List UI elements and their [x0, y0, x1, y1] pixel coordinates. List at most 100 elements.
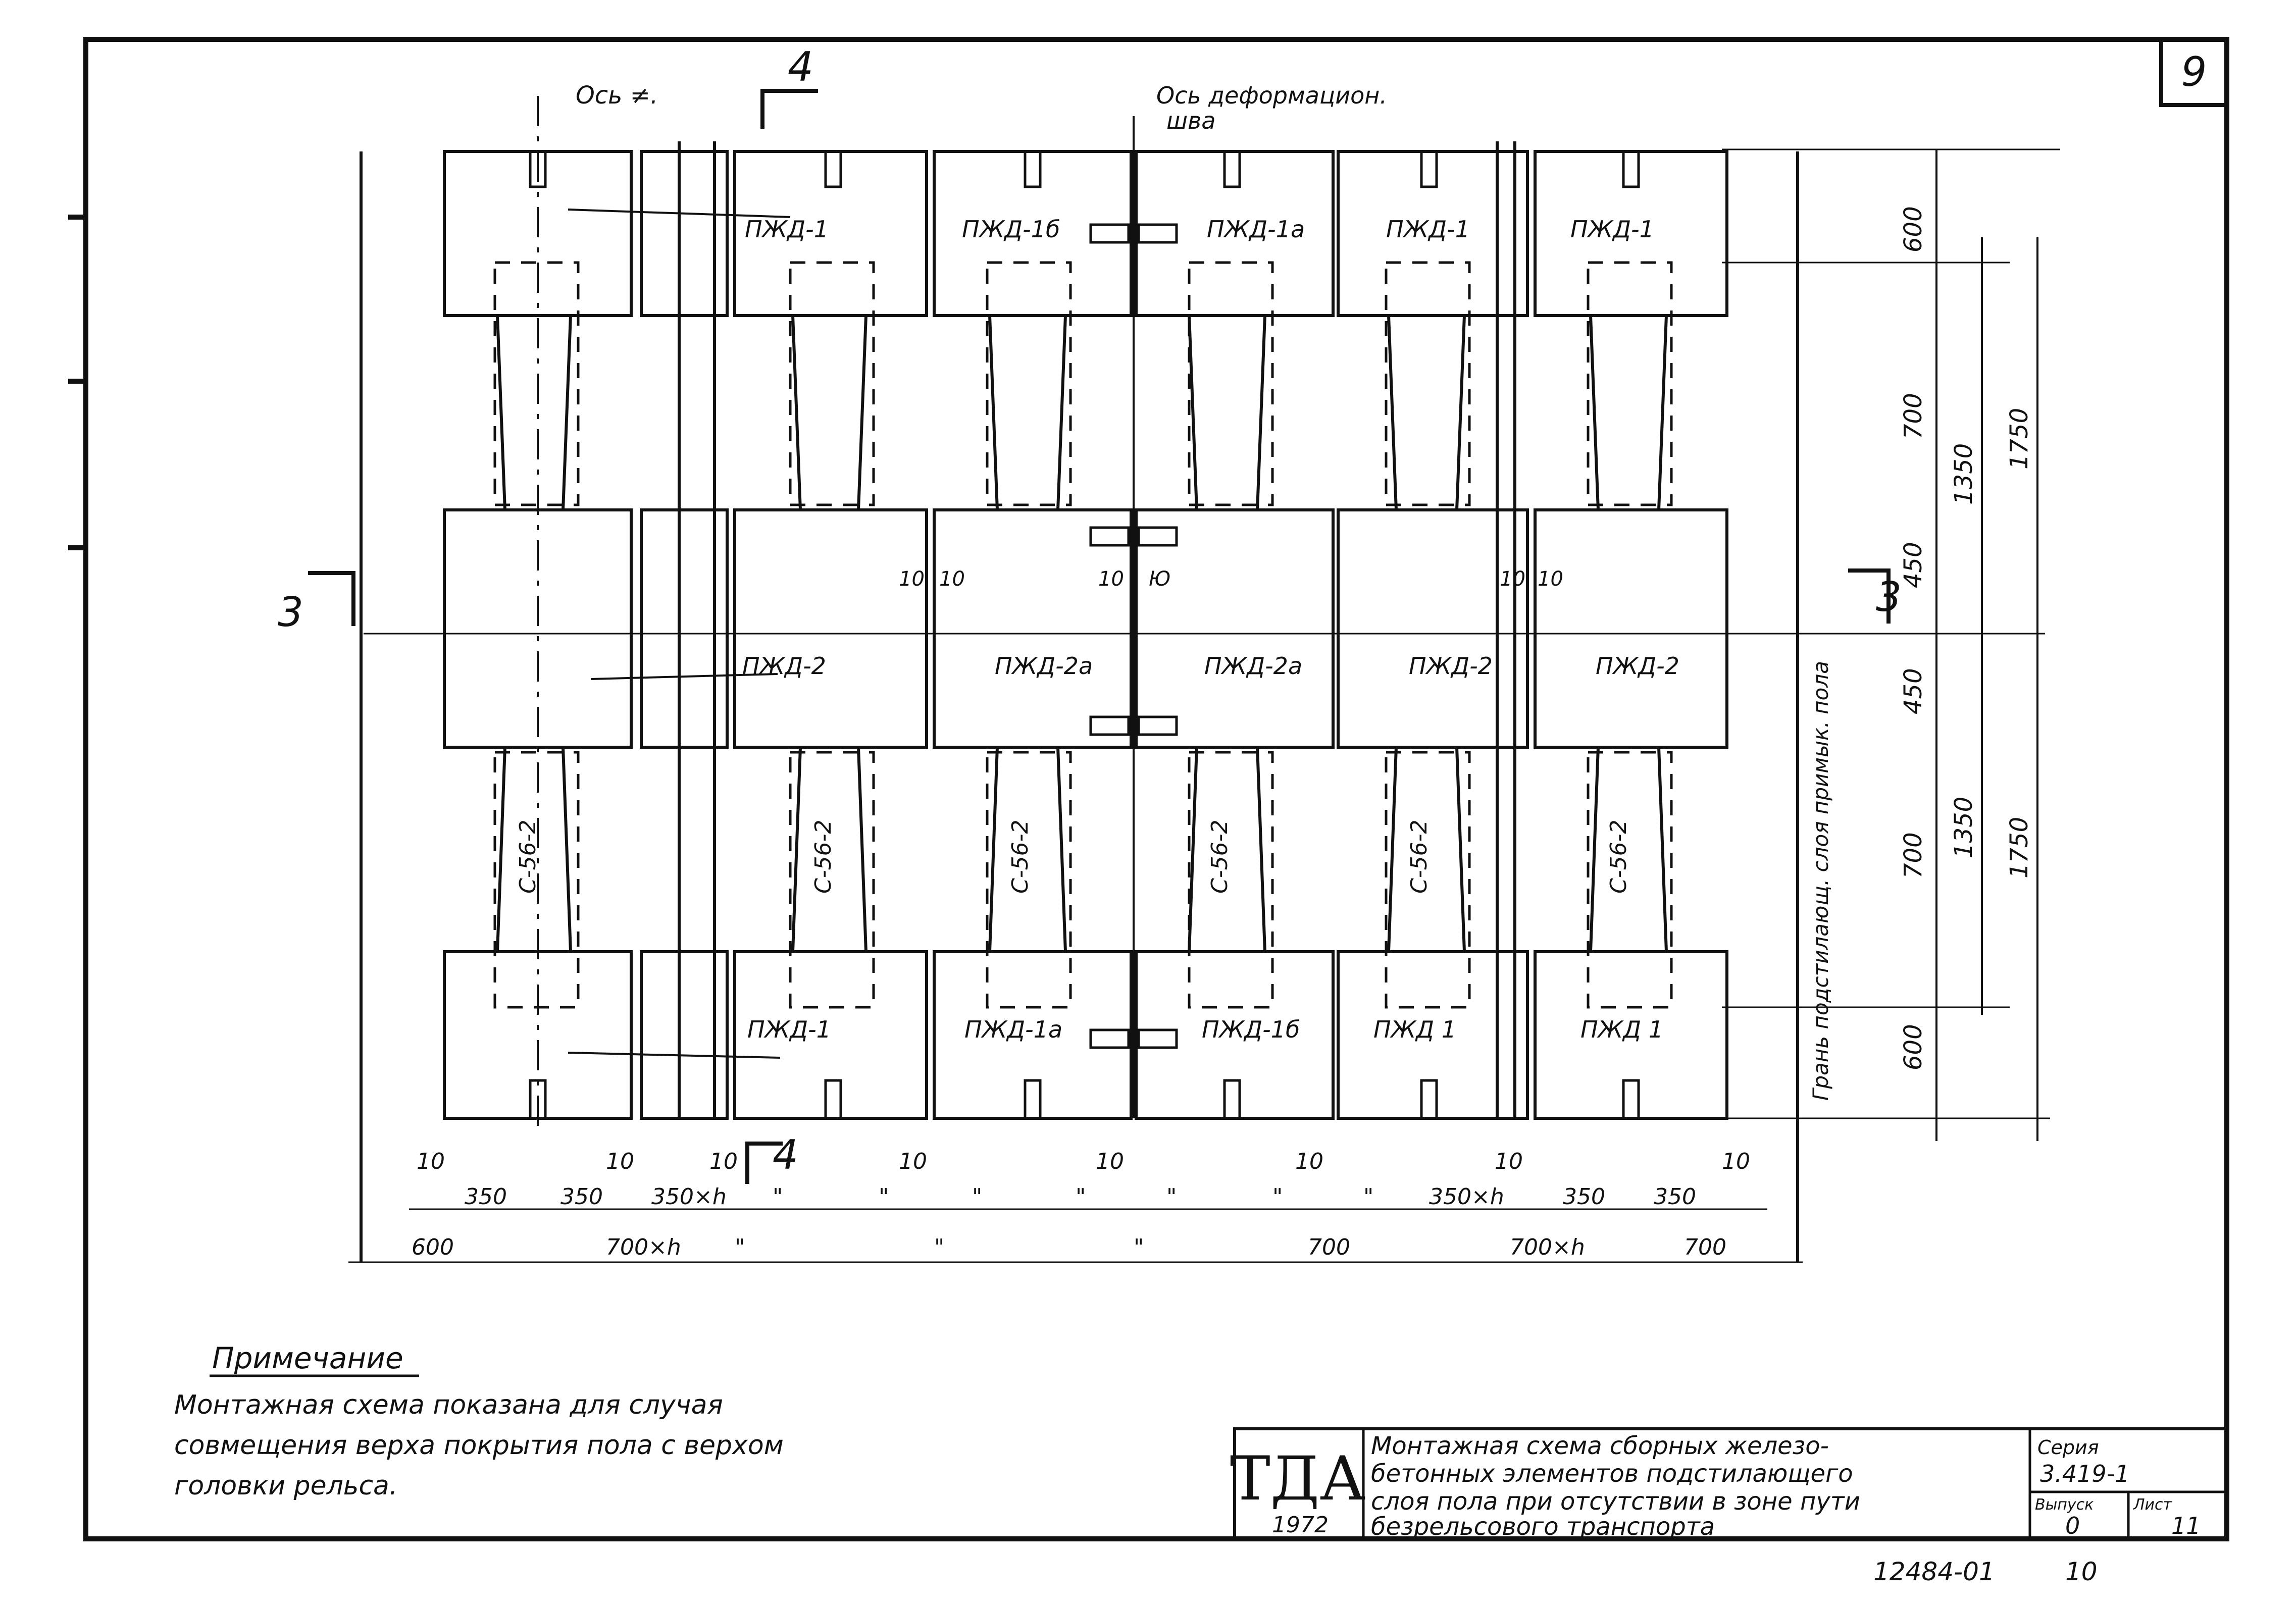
section-4-top-label: 4: [788, 43, 813, 90]
dim-ditto: ": [1166, 1184, 1177, 1210]
slab-labels-bottom: ПЖД-1 ПЖД-1а ПЖД-1б ПЖД 1 ПЖД 1: [747, 1016, 1663, 1043]
side-edge-note: Грань подстилающ. слоя примык. пола: [1808, 661, 1833, 1101]
dim-bottom: 10: [1722, 1149, 1750, 1174]
dim-ditto: ": [1076, 1184, 1086, 1210]
column-marks: С-56-2 С-56-2 С-56-2 С-56-2 С-56-2 С-56-…: [515, 820, 1631, 894]
archive-number: 12484-01: [1873, 1557, 1995, 1586]
slab-label: ПЖД-1: [745, 216, 829, 243]
column-mark: С-56-2: [1207, 820, 1233, 894]
slab-label: ПЖД-1б: [1202, 1016, 1300, 1043]
dim-right-far: 1750: [2005, 817, 2033, 878]
columns: [496, 315, 1668, 952]
right-dimension-lines: [1935, 149, 2038, 1141]
dim-right: 600: [1899, 206, 1927, 252]
sheet-label: Лист: [2133, 1496, 2173, 1514]
lifting-loops: [529, 150, 1640, 1120]
slab-label: ПЖД-1: [747, 1016, 831, 1043]
deformation-axis-label-2: шва: [1166, 107, 1215, 134]
title-line: безрельсового транспорта: [1371, 1513, 1715, 1541]
page-number-box: 9: [2159, 37, 2229, 107]
gap-label: 10: [1098, 567, 1124, 591]
dim-bottom: 350×h: [651, 1184, 727, 1210]
slab-label: ПЖД-2: [1596, 652, 1679, 680]
slab-label: ПЖД-2а: [1204, 652, 1302, 680]
slab-label: ПЖД 1: [1373, 1016, 1456, 1043]
dim-bottom: 350×h: [1429, 1184, 1504, 1210]
note-title: Примечание: [212, 1341, 403, 1375]
dim-ditto: ": [879, 1184, 889, 1210]
dim-right-middle: 1350: [1950, 797, 1978, 858]
gap-label: 10: [899, 567, 925, 591]
dim-bottom: 10: [1495, 1149, 1523, 1174]
dim-bottom-2: 600: [412, 1234, 454, 1260]
institute-logo: ТДА: [1230, 1444, 1365, 1514]
title-year: 1972: [1272, 1512, 1329, 1538]
column-mark: С-56-2: [1606, 820, 1631, 894]
gap-label: Ю: [1149, 567, 1170, 591]
gap-labels: 10 10 10 Ю 10 10: [899, 567, 1563, 591]
sheet-frame: [68, 37, 2229, 1541]
dim-bottom: 10: [1096, 1149, 1124, 1174]
dim-bottom-2: 700: [1684, 1234, 1726, 1260]
slab-label: ПЖД-1а: [964, 1016, 1062, 1043]
archive-page: 10: [2065, 1557, 2098, 1586]
dim-bottom: 350: [1654, 1184, 1696, 1210]
slab-middle-row: [443, 508, 1728, 749]
dim-ditto: ": [934, 1234, 944, 1260]
dim-bottom-2: 700×h: [1510, 1234, 1585, 1260]
note-block: Примечание Монтажная схема показана для …: [174, 1341, 784, 1501]
slab-label: ПЖД-2: [742, 652, 826, 680]
dim-bottom-2: 700: [1308, 1234, 1350, 1260]
axis-lines: [537, 96, 791, 1136]
slab-label: ПЖД-1б: [962, 216, 1060, 243]
slab-label: ПЖД-1а: [1207, 216, 1305, 243]
dim-ditto: ": [735, 1234, 745, 1260]
dim-right: 600: [1899, 1024, 1927, 1070]
dim-bottom-2: 700×h: [606, 1234, 681, 1260]
slab-label: ПЖД-1: [1570, 216, 1654, 243]
column-mark: С-56-2: [810, 820, 836, 894]
issue-value: 0: [2065, 1512, 2080, 1539]
right-dimension-values: 600 700 450 450 700 600 1350 1350 1750 1…: [1899, 206, 2033, 1070]
series-label: Серия: [2037, 1436, 2099, 1459]
dim-right-middle: 1350: [1950, 443, 1978, 505]
column-mark: С-56-2: [515, 820, 541, 894]
slab-labels-top: ПЖД-1 ПЖД-1б ПЖД-1а ПЖД-1 ПЖД-1: [745, 216, 1654, 243]
slab-label: ПЖД-2а: [995, 652, 1093, 680]
slab-label: ПЖД-2: [1409, 652, 1493, 680]
title-line: слоя пола при отсутствии в зоне пути: [1371, 1487, 1860, 1516]
plan-structure: [348, 148, 2060, 1263]
section-3-left-label: 3: [278, 589, 303, 636]
dim-bottom: 350: [465, 1184, 507, 1210]
dim-right: 450: [1899, 668, 1927, 714]
dim-ditto: ": [1134, 1234, 1144, 1260]
gap-label: 10: [939, 567, 965, 591]
gap-label: 10: [1500, 567, 1525, 591]
slab-bottom-row: [443, 950, 1728, 1120]
separation-strips: [678, 116, 1516, 1118]
note-line: головки рельса.: [174, 1471, 397, 1501]
gap-label: 10: [1538, 567, 1563, 591]
dim-ditto: ": [773, 1184, 783, 1210]
dim-right: 450: [1899, 542, 1927, 588]
dim-bottom: 10: [1295, 1149, 1323, 1174]
section-markers: [308, 89, 1891, 1184]
archive-stamp: 12484-01 10: [1873, 1557, 2098, 1586]
dim-ditto: ": [972, 1184, 982, 1210]
section-3-right-label: 3: [1876, 574, 1902, 620]
sheet-value: 11: [2171, 1512, 2201, 1539]
title-block: ТДА 1972 Монтажная схема сборных железо-…: [1230, 1427, 2228, 1541]
dim-bottom: 350: [1563, 1184, 1605, 1210]
dim-bottom: 10: [899, 1149, 927, 1174]
slab-top-row: [443, 150, 1728, 317]
dim-bottom: 10: [417, 1149, 445, 1174]
slab-label: ПЖД 1: [1580, 1016, 1663, 1043]
dim-ditto: ": [1363, 1184, 1373, 1210]
dim-right: 700: [1899, 393, 1927, 439]
series-value: 3.419-1: [2040, 1460, 2130, 1487]
footing-dashes: [493, 261, 1673, 1009]
deformation-axis-label-1: Ось деформацион.: [1156, 82, 1387, 109]
bottom-dimension-values: 10 350 350 10 350×h 10 10 10 10 10 350×h…: [412, 1149, 1750, 1260]
slab-label: ПЖД-1: [1386, 216, 1470, 243]
